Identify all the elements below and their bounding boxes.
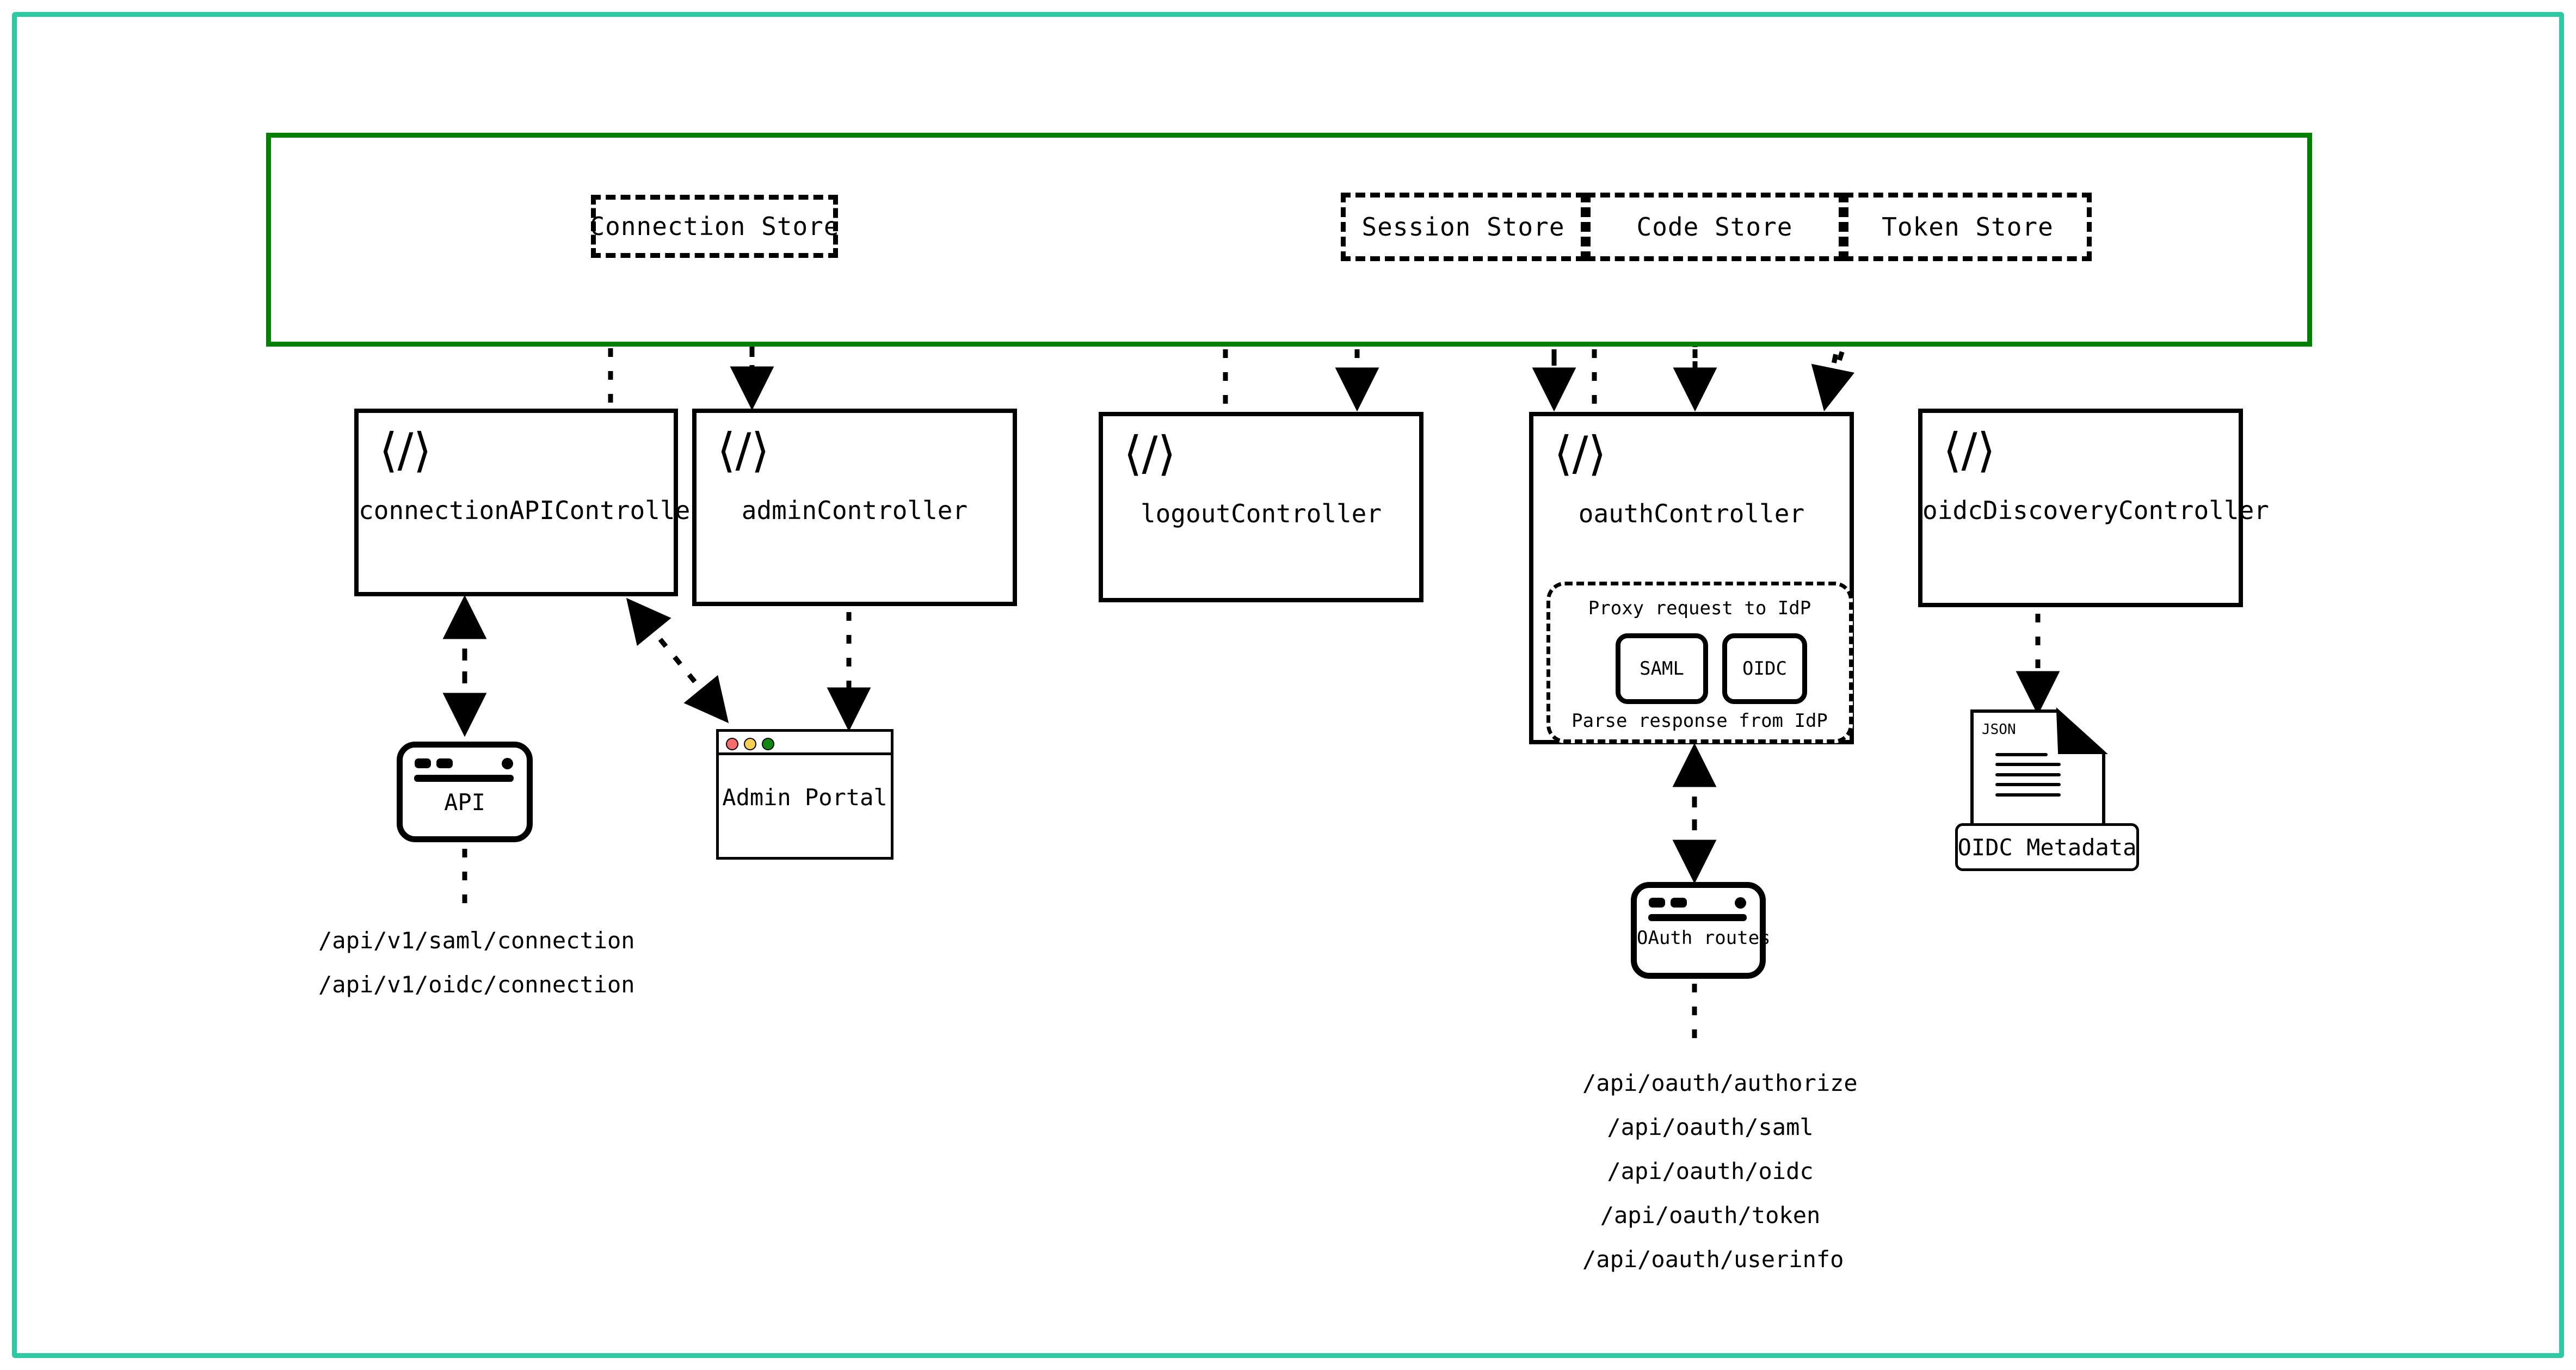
code-brackets-icon: ⟨/⟩ (717, 423, 770, 478)
idp-proxy-group: Proxy request to IdP SAML OIDC Parse res… (1546, 582, 1853, 743)
store-connection-store[interactable]: Connection Store (589, 195, 840, 258)
controller-label: oauthController (1578, 499, 1805, 528)
protocol-label: OIDC (1742, 658, 1787, 680)
window-address-bar (1648, 914, 1747, 921)
client-admin-portal-window[interactable]: Admin Portal (716, 729, 893, 860)
diagram-outer-frame (12, 12, 2564, 1358)
window-control-square-2 (1671, 898, 1687, 908)
window-control-square-2 (436, 758, 453, 768)
controller-logoutController[interactable]: ⟨/⟩ logoutController (1099, 412, 1423, 602)
controller-adminController[interactable]: ⟨/⟩ adminController (692, 409, 1017, 606)
store-code-store[interactable]: Code Store (1586, 193, 1844, 261)
protocol-box-oidc[interactable]: OIDC (1722, 633, 1807, 704)
protocol-box-saml[interactable]: SAML (1616, 633, 1708, 704)
client-oauth-routes-label: OAuth routes (1637, 927, 1771, 949)
store-label: Token Store (1882, 212, 2054, 242)
store-label: Session Store (1361, 212, 1565, 242)
parse-response-label: Parse response from IdP (1572, 710, 1828, 732)
client-admin-portal-label: Admin Portal (722, 784, 888, 811)
traffic-light-close-icon (726, 738, 738, 750)
window-address-bar (414, 775, 514, 782)
endpoint-item: /api/oauth/saml (1607, 1114, 1814, 1140)
endpoint-item: /api/oauth/token (1600, 1202, 1821, 1229)
traffic-light-maximize-icon (762, 738, 774, 750)
oidc-metadata-label[interactable]: OIDC Metadata (1955, 823, 2139, 871)
code-brackets-icon: ⟨/⟩ (1943, 423, 1996, 478)
controller-label: oidcDiscoveryController (1922, 496, 2269, 525)
controller-label: adminController (741, 496, 968, 525)
window-control-square-1 (415, 758, 431, 768)
controller-connectionAPIController[interactable]: ⟨/⟩ connectionAPIController (354, 409, 705, 596)
store-label: Code Store (1636, 212, 1793, 242)
protocol-label: SAML (1640, 658, 1684, 680)
store-session-store[interactable]: Session Store (1341, 193, 1586, 261)
code-brackets-icon: ⟨/⟩ (1554, 427, 1607, 481)
endpoint-item: /api/v1/saml/connection (318, 927, 635, 954)
client-api-label: API (444, 789, 485, 816)
controller-oauthController[interactable]: ⟨/⟩ oauthController Proxy request to IdP… (1529, 412, 1854, 744)
window-control-square-1 (1649, 898, 1665, 908)
client-api-window[interactable]: API (397, 742, 533, 842)
code-brackets-icon: ⟨/⟩ (379, 423, 432, 478)
endpoint-item: /api/oauth/userinfo (1582, 1246, 1844, 1273)
window-control-dot (502, 758, 513, 769)
endpoint-item: /api/oauth/authorize (1582, 1070, 1858, 1096)
browser-titlebar (719, 732, 891, 755)
oauth-endpoints-list: /api/oauth/authorize /api/oauth/saml /ap… (1582, 1061, 1858, 1281)
window-control-dot (1735, 897, 1746, 909)
connection-endpoints-list: /api/v1/saml/connection /api/v1/oidc/con… (318, 918, 635, 1007)
code-brackets-icon: ⟨/⟩ (1124, 427, 1176, 481)
proxy-request-label: Proxy request to IdP (1588, 597, 1811, 619)
svg-text:JSON: JSON (1982, 721, 2016, 738)
client-oauth-routes-window[interactable]: OAuth routes (1631, 882, 1771, 979)
store-label: Connection Store (589, 212, 840, 241)
controller-label: logoutController (1140, 499, 1382, 528)
traffic-light-minimize-icon (744, 738, 756, 750)
store-token-store[interactable]: Token Store (1844, 193, 2092, 261)
endpoint-item: /api/oauth/oidc (1607, 1158, 1814, 1184)
endpoint-item: /api/v1/oidc/connection (318, 971, 635, 998)
controller-oidcDiscoveryController[interactable]: ⟨/⟩ oidcDiscoveryController (1918, 409, 2269, 607)
controller-label: connectionAPIController (359, 496, 705, 525)
